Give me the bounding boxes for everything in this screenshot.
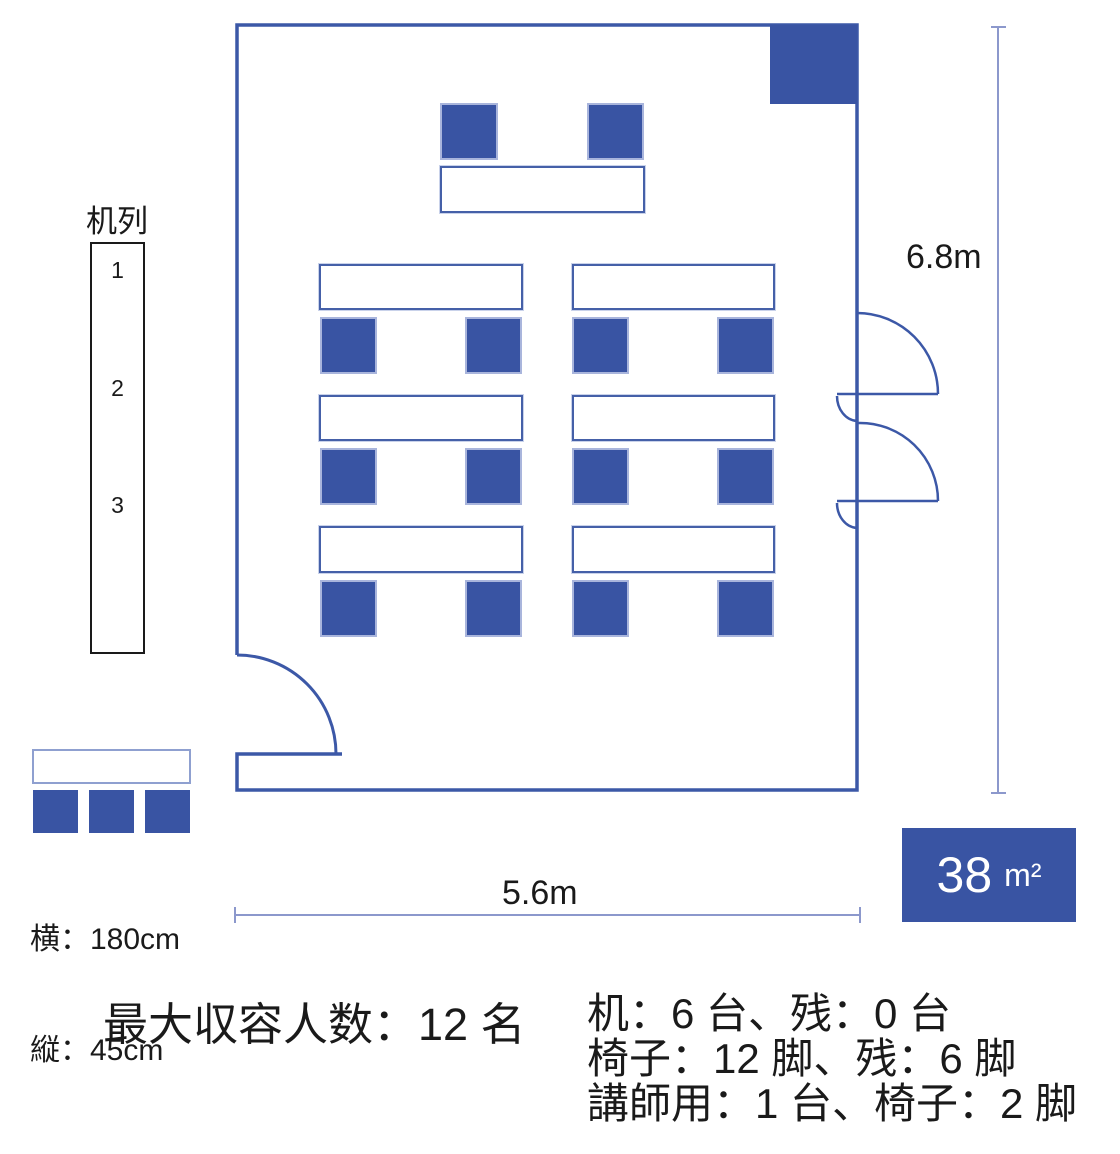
desk-width-label: 横：180cm: [30, 923, 181, 956]
desk-size-spec: 横：180cm 縦：45cm: [30, 847, 180, 1143]
student-chair: [717, 580, 774, 637]
desk-rows-title: 机列: [86, 204, 148, 239]
student-desk: [572, 264, 775, 310]
max-capacity-text: 最大収容人数：12 名: [103, 999, 526, 1050]
right-door-2-swing-arc: [856, 421, 940, 502]
student-chair: [572, 317, 629, 374]
student-chair: [717, 448, 774, 505]
corner-column-block: [770, 25, 857, 104]
desk-row-number-1: 1: [111, 257, 124, 283]
instructor-chair: [587, 103, 644, 160]
legend-desk: [32, 749, 191, 784]
student-chair: [465, 580, 522, 637]
chair-inventory-text: 椅子：12 脚、残：6 脚: [587, 1035, 1017, 1082]
right-door-1-small-leaf-arc: [835, 395, 858, 423]
student-desk: [319, 526, 523, 573]
desk-row-number-2: 2: [111, 375, 124, 401]
legend-chair: [89, 790, 134, 833]
desk-depth-label: 縦：45cm: [30, 1034, 164, 1067]
instructor-desk: [440, 166, 645, 213]
width-dimension-line: [234, 907, 861, 923]
student-chair: [320, 317, 377, 374]
student-desk: [572, 395, 775, 441]
student-chair: [320, 448, 377, 505]
entrance-door-swing-arc: [236, 653, 338, 755]
student-desk: [319, 264, 523, 310]
area-value: 38: [936, 847, 993, 903]
student-chair: [572, 448, 629, 505]
room-height-label: 6.8m: [906, 238, 982, 276]
room-walls: [235, 23, 859, 792]
desk-rows-index-box: [90, 242, 145, 654]
right-door-1-swing-arc: [856, 311, 940, 395]
right-door-2-small-leaf-arc: [835, 502, 858, 530]
legend-chair: [145, 790, 190, 833]
student-desk: [572, 526, 775, 573]
instructor-inventory-text: 講師用：1 台、椅子：2 脚: [587, 1080, 1078, 1127]
height-dimension-line: [991, 26, 1006, 794]
legend-chair: [33, 790, 78, 833]
area-badge: 38 m²: [902, 828, 1076, 922]
student-chair: [572, 580, 629, 637]
desk-row-number-3: 3: [111, 492, 124, 518]
student-chair: [320, 580, 377, 637]
student-chair: [465, 317, 522, 374]
desk-inventory-text: 机：6 台、残：0 台: [587, 990, 952, 1037]
student-desk: [319, 395, 523, 441]
instructor-chair: [440, 103, 498, 160]
room-width-label: 5.6m: [502, 874, 578, 912]
student-chair: [465, 448, 522, 505]
student-chair: [717, 317, 774, 374]
area-unit: m²: [1004, 856, 1042, 893]
